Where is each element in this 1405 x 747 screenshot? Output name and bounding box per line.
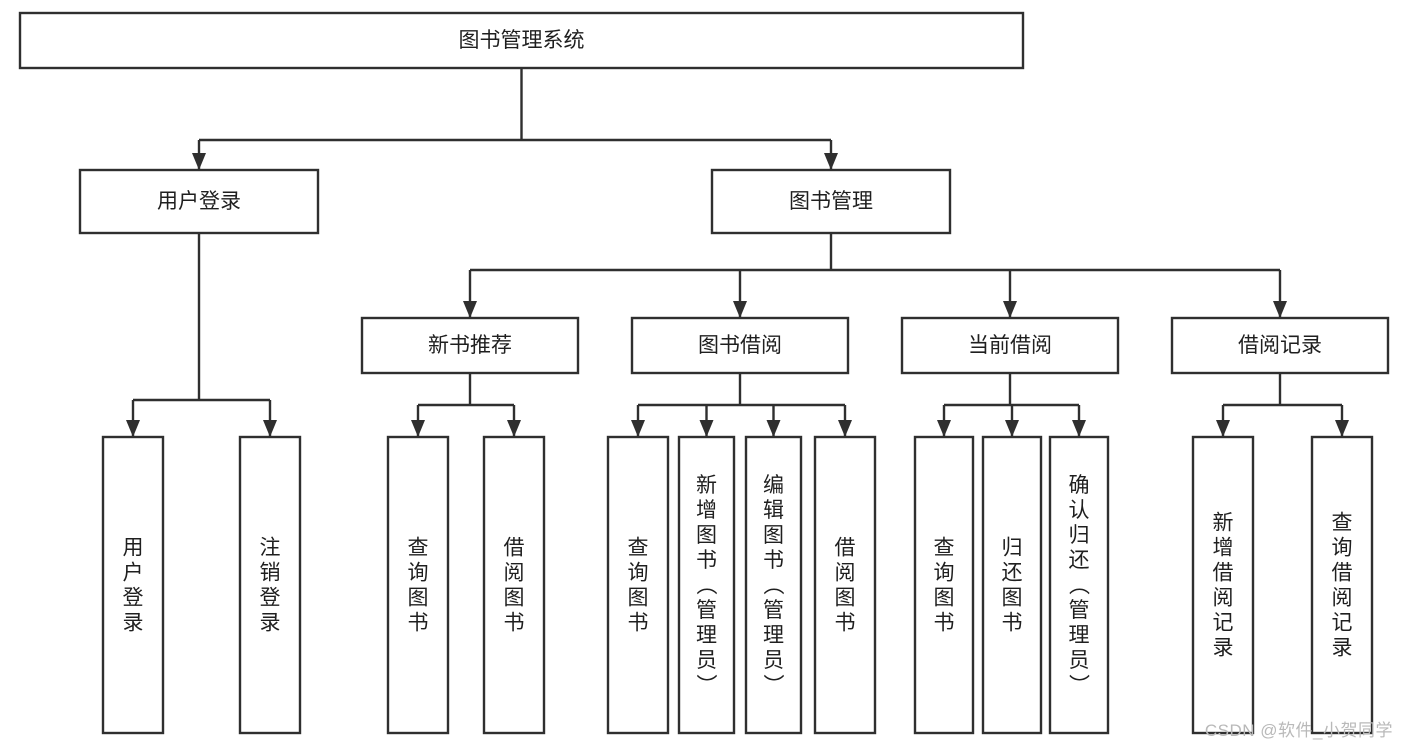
node-l2c[interactable]: 当前借阅 [900, 316, 1120, 375]
arrow-head-icon [766, 420, 781, 437]
arrow-head-icon [1072, 420, 1086, 437]
node-label: 用户登录 [157, 190, 241, 213]
node-box[interactable] [813, 435, 877, 735]
node-box[interactable] [606, 435, 670, 735]
node-box[interactable] [360, 316, 580, 375]
node-box[interactable] [900, 316, 1120, 375]
node-label: 编辑图书（管理员） [763, 474, 785, 697]
node-f6[interactable]: 新增图书（管理员） [677, 435, 736, 735]
node-root[interactable]: 图书管理系统 [18, 11, 1025, 70]
node-box[interactable] [1191, 435, 1255, 735]
node-f1[interactable]: 用户登录 [101, 435, 165, 735]
node-box[interactable] [1170, 316, 1390, 375]
node-box[interactable] [1048, 435, 1110, 735]
node-box[interactable] [744, 435, 803, 735]
arrow-head-icon [192, 153, 206, 170]
node-box[interactable] [1310, 435, 1374, 735]
node-box[interactable] [913, 435, 975, 735]
node-label: 查询图书 [934, 537, 955, 635]
node-label: 查询借阅记录 [1332, 512, 1353, 660]
node-label: 图书管理系统 [459, 29, 585, 52]
node-label: 借阅图书 [504, 537, 525, 635]
node-label: 当前借阅 [968, 334, 1052, 357]
node-l2a[interactable]: 新书推荐 [360, 316, 580, 375]
node-f10[interactable]: 归还图书 [981, 435, 1043, 735]
node-box[interactable] [981, 435, 1043, 735]
node-label: 归还图书 [1002, 537, 1023, 635]
node-label: 图书管理 [789, 190, 873, 213]
node-f9[interactable]: 查询图书 [913, 435, 975, 735]
node-box[interactable] [630, 316, 850, 375]
node-label: 新增借阅记录 [1213, 512, 1234, 660]
node-label: 查询图书 [628, 537, 649, 635]
node-box[interactable] [78, 168, 320, 235]
node-f2[interactable]: 注销登录 [238, 435, 302, 735]
arrow-head-icon [411, 420, 425, 437]
node-l1b[interactable]: 图书管理 [710, 168, 952, 235]
node-f12[interactable]: 新增借阅记录 [1191, 435, 1255, 735]
arrow-head-icon [824, 153, 838, 170]
node-f7[interactable]: 编辑图书（管理员） [744, 435, 803, 735]
node-box[interactable] [101, 435, 165, 735]
node-f8[interactable]: 借阅图书 [813, 435, 877, 735]
node-l2b[interactable]: 图书借阅 [630, 316, 850, 375]
arrow-head-icon [838, 420, 852, 437]
node-label: 查询图书 [408, 537, 429, 635]
node-label: 借阅图书 [835, 537, 856, 635]
arrow-head-icon [699, 420, 714, 437]
arrow-head-icon [126, 420, 140, 437]
node-label: 图书借阅 [698, 334, 782, 357]
node-label: 新增图书（管理员） [696, 474, 718, 697]
node-f5[interactable]: 查询图书 [606, 435, 670, 735]
node-box[interactable] [677, 435, 736, 735]
node-box[interactable] [710, 168, 952, 235]
node-f4[interactable]: 借阅图书 [482, 435, 546, 735]
edge-layer [126, 68, 1349, 437]
node-label: 新书推荐 [428, 334, 512, 357]
node-box[interactable] [386, 435, 450, 735]
node-l2d[interactable]: 借阅记录 [1170, 316, 1390, 375]
node-label: 确认归还（管理员） [1069, 474, 1091, 697]
node-box[interactable] [482, 435, 546, 735]
csdn-watermark: CSDN @软件_小贺同学 [1204, 721, 1393, 740]
node-box[interactable] [18, 11, 1025, 70]
node-f11[interactable]: 确认归还（管理员） [1048, 435, 1110, 735]
arrow-head-icon [631, 420, 645, 437]
node-l1a[interactable]: 用户登录 [78, 168, 320, 235]
arrow-head-icon [733, 301, 747, 318]
arrow-head-icon [263, 420, 277, 437]
node-box[interactable] [238, 435, 302, 735]
arrow-head-icon [1003, 301, 1017, 318]
arrow-head-icon [507, 420, 521, 437]
node-label: 借阅记录 [1238, 334, 1322, 357]
arrow-head-icon [1335, 420, 1349, 437]
node-label: 用户登录 [123, 537, 144, 635]
node-f3[interactable]: 查询图书 [386, 435, 450, 735]
node-layer: 图书管理系统用户登录图书管理新书推荐图书借阅当前借阅借阅记录用户登录注销登录查询… [18, 11, 1390, 735]
arrow-head-icon [1273, 301, 1287, 318]
node-f13[interactable]: 查询借阅记录 [1310, 435, 1374, 735]
node-label: 注销登录 [260, 537, 281, 635]
arrow-head-icon [463, 301, 477, 318]
arrow-head-icon [937, 420, 951, 437]
arrow-head-icon [1216, 420, 1230, 437]
arrow-head-icon [1005, 420, 1019, 437]
